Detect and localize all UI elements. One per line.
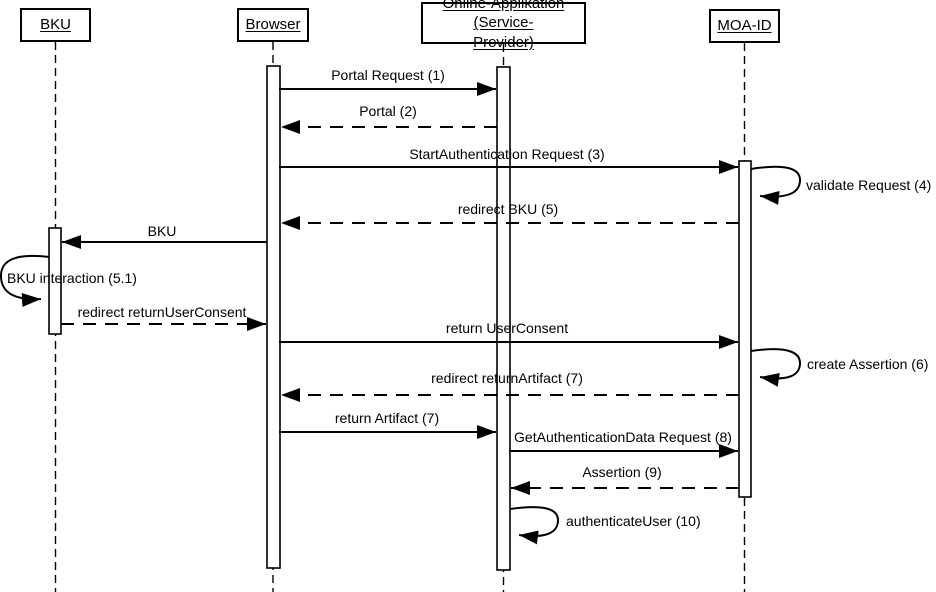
message-label-get-authentication-data-request: GetAuthenticationData Request (8) — [514, 429, 732, 445]
message-label-bku-interaction: BKU interaction (5.1) — [7, 270, 137, 286]
message-label-return-user-consent: return UserConsent — [445, 320, 569, 336]
arrow-create-assertion-self — [750, 348, 802, 387]
message-label-validate-request: validate Request (4) — [806, 177, 932, 193]
actor-label-online-app: Online-Applikation (Service-Provider) — [423, 0, 584, 52]
actor-box-browser: Browser — [237, 8, 309, 42]
message-label-assertion: Assertion (9) — [582, 464, 662, 480]
activation-bars — [48, 65, 752, 571]
message-label-create-assertion: create Assertion (6) — [807, 356, 929, 372]
message-label-redirect-return-user-consent: redirect returnUserConsent — [77, 304, 247, 320]
actor-box-online-app: Online-Applikation (Service-Provider) — [421, 0, 586, 51]
message-label-redirect-bku: redirect BKU (5) — [457, 201, 559, 217]
message-label-portal: Portal (2) — [359, 103, 417, 119]
message-label-portal-request: Portal Request (1) — [331, 67, 445, 83]
message-label-start-authentication-request: StartAuthentication Request (3) — [409, 146, 605, 162]
actor-box-bku: BKU — [20, 8, 91, 42]
actor-label-online-app-line1: Online-Applikation (Service- — [442, 0, 565, 32]
message-label-authenticate-user: authenticateUser (10) — [566, 513, 701, 529]
arrow-bku-interaction-self — [0, 254, 50, 307]
actor-label-moa-id: MOA-ID — [717, 17, 772, 35]
activation-bar-online-app — [496, 66, 511, 571]
arrow-authenticate-user-self — [509, 506, 560, 545]
message-label-redirect-return-artifact: redirect returnArtifact (7) — [431, 370, 583, 386]
message-arrows — [0, 82, 802, 545]
actor-box-moa-id: MOA-ID — [709, 9, 780, 43]
activation-bar-moa-id — [738, 160, 752, 498]
activation-bar-browser — [266, 65, 281, 569]
arrow-validate-request-self — [750, 165, 802, 205]
actor-label-online-app-line2: Provider) — [473, 33, 534, 51]
actor-label-browser: Browser — [245, 16, 301, 34]
message-label-return-artifact: return Artifact (7) — [334, 410, 440, 426]
activation-bar-bku — [48, 227, 62, 335]
message-label-bku: BKU — [147, 223, 177, 239]
actor-label-bku: BKU — [40, 16, 71, 34]
